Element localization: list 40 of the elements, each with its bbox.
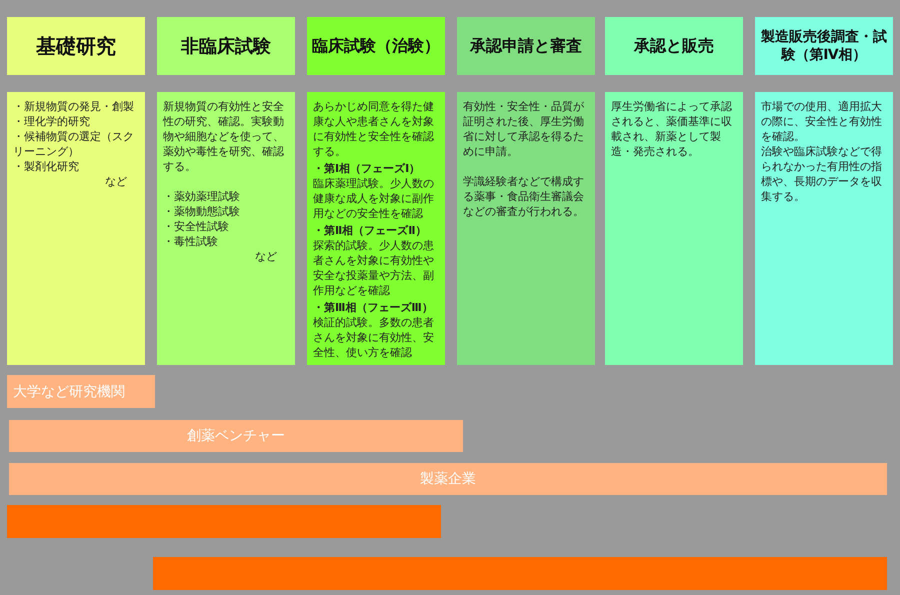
description-text: 学識経験者などで構成する薬事・食品衛生審議会などの審査が行われる。 [463,174,585,219]
description-text: ・候補物質の選定（スクリーニング） [13,129,135,159]
description-text: など [104,174,128,189]
organization-bar: 創薬ベンチャー [9,420,463,452]
stage-description-panel [307,92,445,365]
description-text: 検証的試験。多数の患者さんを対象に有効性、安全性、使い方を確認 [313,315,435,360]
description-text: 新規物質の有効性と安全性の研究、確認。実験動物や細胞などを使って、薬効や毒性を研究、確認する。 [163,99,285,174]
description-text: ・製剤化研究 [13,159,80,174]
organization-bar: 大学など研究機関 [7,375,155,408]
stage-description-panel [457,92,595,365]
description-text: など [254,249,278,264]
stage-description-panel [755,92,893,365]
stage-header: 臨床試験（治験） [307,17,445,75]
description-text: ・理化学的研究 [13,114,91,129]
stage-description-panel [157,92,295,365]
stage-header: 非臨床試験 [157,17,295,75]
description-text: ・薬物動態試験 [163,204,241,219]
phase-heading: ・第Ⅰ相（フェーズⅠ） [313,161,422,176]
phase-heading: ・第Ⅱ相（フェーズⅡ） [313,223,428,238]
description-text: 臨床薬理試験。少人数の健康な成人を対象に副作用などの安全性を確認 [313,176,435,221]
organization-bar: 製薬企業 [9,463,887,495]
description-text: 有効性・安全性・品質が証明された後、厚生労働省に対して承認を得るために申請。 [463,99,585,159]
description-text: ・安全性試験 [163,219,230,234]
phase-heading: ・第Ⅲ相（フェーズⅢ） [313,300,434,315]
description-text: 市場での使用、適用拡大の際に、安全性と有効性を確認。 [761,99,883,144]
stage-header: 基礎研究 [7,17,145,75]
stage-description-panel [7,92,145,365]
description-text: ・新規物質の発見・創製 [13,99,135,114]
description-text: 探索的試験。少人数の患者さんを対象に有効性や安全な投薬量や方法、副作用などを確認 [313,238,435,298]
description-text: ・薬効薬理試験 [163,189,241,204]
description-text: 厚生労働省によって承認されると、薬価基準に収載され、新薬として製造・発売される。 [611,99,733,159]
description-text: 治験や臨床試験などで得られなかった有用性の指標や、長期のデータを収集する。 [761,144,883,204]
stage-header: 承認申請と審査 [457,17,595,75]
description-text: あらかじめ同意を得た健康な人や患者さんを対象に有効性と安全性を確認する。 [313,99,435,159]
organization-bar [153,557,887,590]
stage-header: 製造販売後調査・試験（第Ⅳ相） [755,17,893,75]
stage-header: 承認と販売 [605,17,743,75]
description-text: ・毒性試験 [163,234,219,249]
stage-description-panel [605,92,743,365]
organization-bar [7,505,441,538]
